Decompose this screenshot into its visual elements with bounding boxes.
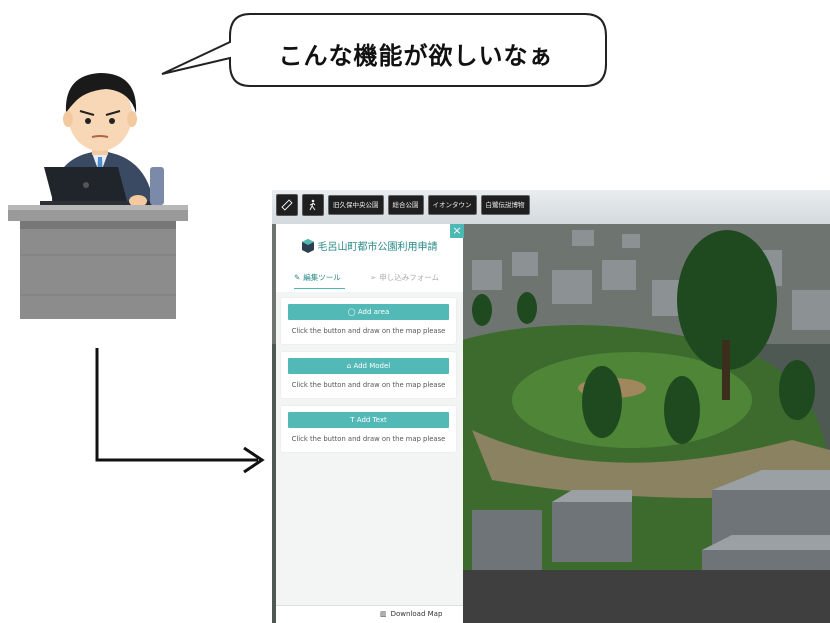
map-icon: ▥ [380,610,387,618]
download-map-label: Download Map [390,610,443,618]
add-area-hint: Click the button and draw on the map ple… [291,327,446,335]
title-row: 毛呂山町都市公園利用申請 [276,238,463,253]
tabs: ✎ 編集ツール ➢ 申し込みフォーム [276,268,463,290]
ruler-icon[interactable] [276,194,298,216]
pencil-icon: ✎ [294,273,301,282]
side-panel: × 毛呂山町都市公園利用申請 ✎ 編集ツール ➢ 申し込みフォーム [276,224,464,623]
tab-form-label: 申し込みフォーム [379,273,440,282]
add-model-label: Add Model [353,362,391,370]
panel-header: × 毛呂山町都市公園利用申請 ✎ 編集ツール ➢ 申し込みフォーム [276,224,464,292]
download-map-button[interactable]: ▥ Download Map [380,610,442,618]
location-button-4[interactable]: 白鷺伝説博物 [480,195,530,215]
circle-icon: ◯ [347,308,356,316]
send-icon: ➢ [370,273,377,282]
location-button-2[interactable]: 総合公園 [387,195,424,215]
logo-icon [301,238,314,253]
tab-application-form[interactable]: ➢ 申し込みフォーム [370,268,439,288]
add-area-card: ◯ Add area Click the button and draw on … [281,298,456,344]
add-text-label: Add Text [356,416,387,424]
add-model-button[interactable]: ⌂ Add Model [288,358,449,374]
panel-footer: ▥ Download Map [276,605,463,623]
add-text-card: T Add Text Click the button and draw on … [281,406,456,452]
add-area-label: Add area [357,308,390,316]
location-button-1[interactable]: 旧久保中央公園 [328,195,384,215]
person-at-desk-illustration [8,73,188,319]
text-icon: T [350,416,355,424]
speech-bubble [161,13,607,87]
close-button[interactable]: × [450,224,464,238]
add-model-hint: Click the button and draw on the map ple… [291,381,446,389]
panel-title: 毛呂山町都市公園利用申請 [317,242,438,253]
add-text-hint: Click the button and draw on the map ple… [291,435,446,443]
add-text-button[interactable]: T Add Text [288,412,449,428]
pointer-arrow [95,348,265,474]
add-area-button[interactable]: ◯ Add area [288,304,449,320]
model-icon: ⌂ [346,362,352,370]
location-button-3[interactable]: イオンタウン [427,195,477,215]
bubble-text: こんな機能が欲しいなぁ [278,42,554,70]
tab-edit-tools[interactable]: ✎ 編集ツール [294,268,345,289]
add-model-card: ⌂ Add Model Click the button and draw on… [281,352,456,398]
walk-icon[interactable] [302,194,324,216]
map-application: 旧久保中央公園 総合公園 イオンタウン 白鷺伝説博物 × 毛呂山町都市公園利用申… [272,190,830,623]
toolbar: 旧久保中央公園 総合公園 イオンタウン 白鷺伝説博物 [276,194,530,216]
tab-edit-label: 編集ツール [303,273,341,282]
